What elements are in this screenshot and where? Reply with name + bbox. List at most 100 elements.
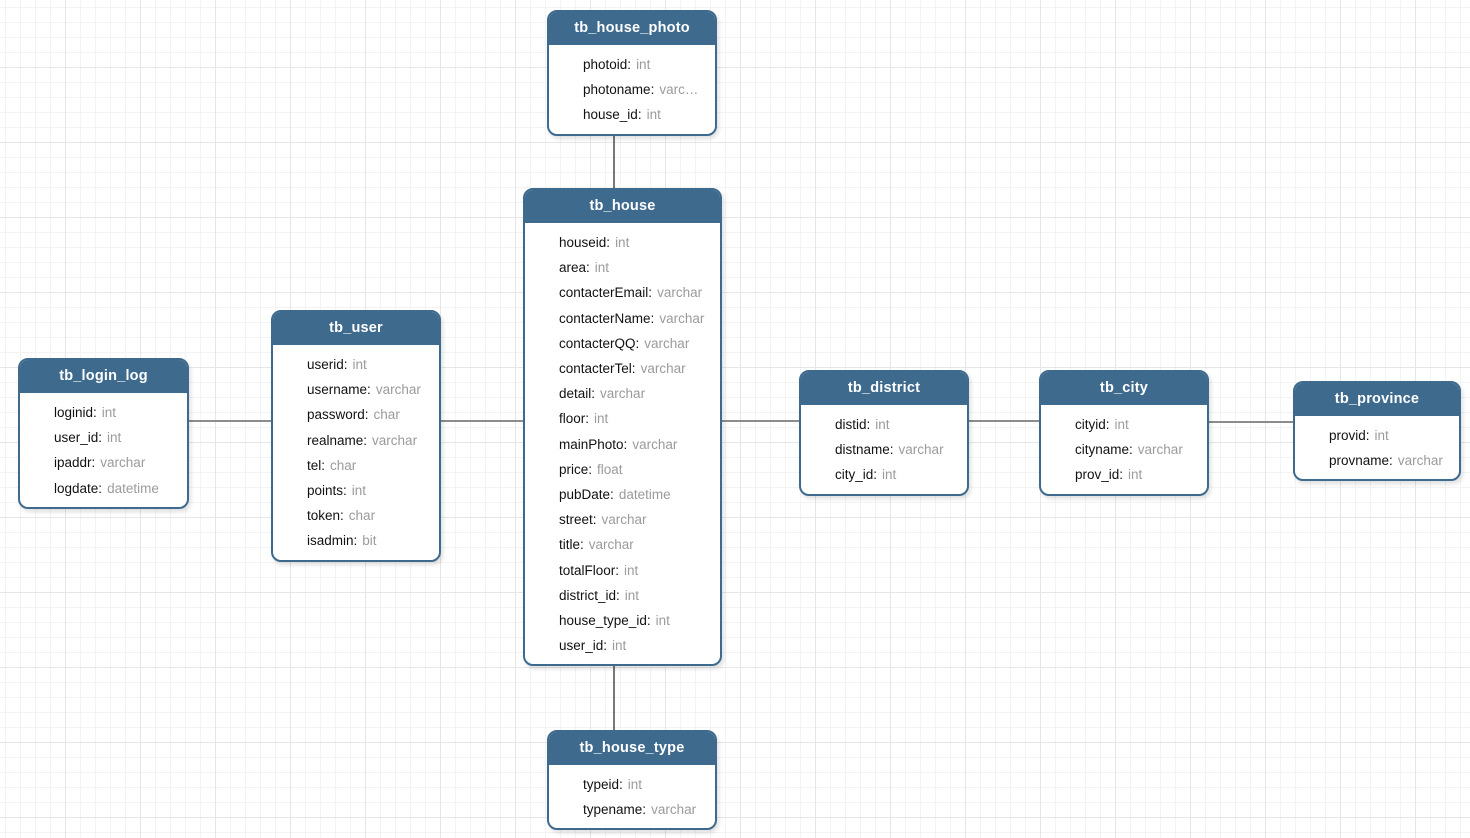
field-name: realname	[307, 432, 364, 448]
field-name: password	[307, 407, 365, 423]
field-name: ipaddr	[54, 455, 92, 471]
field-colon: :	[610, 486, 614, 502]
field-colon: :	[364, 407, 369, 423]
field-row-tel[interactable]: tel:char	[273, 453, 439, 478]
field-row-district_id[interactable]: district_id:int	[525, 583, 720, 608]
field-row-contacterEmail[interactable]: contacterEmail:varchar	[525, 280, 720, 305]
field-row-totalFloor[interactable]: totalFloor:int	[525, 557, 720, 582]
field-row-street[interactable]: street:varchar	[525, 507, 720, 532]
field-type: float	[597, 461, 623, 477]
field-name: cityid	[1075, 417, 1106, 433]
field-type: int	[624, 562, 639, 578]
table-title: tb_province	[1295, 383, 1459, 416]
field-colon: :	[606, 235, 611, 251]
field-row-cityid[interactable]: cityid: int	[1041, 412, 1207, 437]
field-type: varchar	[632, 436, 678, 452]
field-name: city_id	[835, 467, 874, 483]
field-colon: :	[580, 537, 584, 553]
field-name: isadmin	[307, 533, 354, 549]
field-row-house_type_id[interactable]: house_type_id:int	[525, 608, 720, 633]
field-colon: :	[1119, 467, 1124, 483]
field-row-distid[interactable]: distid:int	[801, 412, 967, 437]
field-name: distid	[835, 417, 867, 433]
field-colon: :	[619, 777, 623, 793]
field-row-contacterTel[interactable]: contacterTel:varchar	[525, 356, 720, 381]
field-row-loginid[interactable]: loginid:int	[20, 400, 187, 425]
field-type: varchar	[100, 455, 146, 471]
field-row-price[interactable]: price:float	[525, 457, 720, 482]
field-colon: :	[591, 386, 596, 402]
field-row-username[interactable]: username:varchar	[273, 377, 439, 402]
field-row-detail[interactable]: detail:varchar	[525, 381, 720, 406]
field-colon: :	[650, 310, 655, 326]
field-name: user_id	[559, 638, 604, 654]
field-colon: :	[1365, 428, 1370, 444]
field-type: int	[1114, 417, 1129, 433]
field-type: int	[594, 260, 610, 276]
field-row-isadmin[interactable]: isadmin: bit	[273, 528, 439, 553]
field-colon: :	[1105, 417, 1110, 433]
field-row-user_id[interactable]: user_id:int	[525, 633, 720, 658]
field-row-photoname[interactable]: photoname:varc…	[549, 77, 715, 102]
field-name: mainPhoto	[559, 436, 624, 452]
field-row-user_id[interactable]: user_id:int	[20, 425, 187, 450]
field-row-contacterName[interactable]: contacterName:varchar	[525, 306, 720, 331]
field-row-contacterQQ[interactable]: contacterQQ:varchar	[525, 331, 720, 356]
field-colon: :	[353, 533, 358, 549]
field-colon: :	[321, 457, 326, 473]
field-type: char	[348, 508, 376, 524]
table-title: tb_city	[1041, 372, 1207, 405]
field-row-provname[interactable]: provname:varchar	[1295, 448, 1459, 473]
field-row-area[interactable]: area:int	[525, 255, 720, 280]
field-row-points[interactable]: points:int	[273, 478, 439, 503]
field-row-typename[interactable]: typename:varchar	[549, 797, 715, 822]
field-colon: :	[98, 480, 103, 496]
field-row-realname[interactable]: realname:varchar	[273, 428, 439, 453]
field-row-password[interactable]: password:char	[273, 402, 439, 427]
field-type: varchar	[644, 335, 690, 351]
field-colon: :	[586, 260, 590, 276]
field-row-prov_id[interactable]: prov_id:int	[1041, 462, 1207, 487]
field-row-houseid[interactable]: houseid:int	[525, 230, 720, 255]
field-name: area	[559, 260, 587, 276]
field-row-logdate[interactable]: logdate:datetime	[20, 476, 187, 501]
field-colon: :	[1389, 453, 1393, 469]
field-type: int	[615, 235, 630, 251]
field-row-house_id[interactable]: house_id:int	[549, 102, 715, 127]
field-type: int	[107, 430, 122, 446]
field-row-title[interactable]: title:varchar	[525, 532, 720, 557]
field-name: floor	[559, 411, 586, 427]
field-row-cityname[interactable]: cityname:varchar	[1041, 437, 1207, 462]
field-colon: :	[91, 455, 96, 471]
field-row-distname[interactable]: distname:varchar	[801, 437, 967, 462]
field-colon: :	[340, 508, 344, 524]
field-row-token[interactable]: token:char	[273, 503, 439, 528]
field-type: varchar	[601, 512, 647, 528]
field-row-userid[interactable]: userid:int	[273, 352, 439, 377]
field-name: points	[307, 483, 344, 499]
field-type: varchar	[375, 382, 421, 398]
field-row-typeid[interactable]: typeid:int	[549, 772, 715, 797]
field-row-mainPhoto[interactable]: mainPhoto:varchar	[525, 432, 720, 457]
field-row-photoid[interactable]: photoid:int	[549, 52, 715, 77]
field-row-city_id[interactable]: city_id:int	[801, 462, 967, 487]
field-row-pubDate[interactable]: pubDate:datetime	[525, 482, 720, 507]
field-row-ipaddr[interactable]: ipaddr:varchar	[20, 450, 187, 475]
field-row-floor[interactable]: floor:int	[525, 406, 720, 431]
field-name: logdate	[54, 480, 99, 496]
field-name: prov_id	[1075, 467, 1120, 483]
field-row-provid[interactable]: provid:int	[1295, 423, 1459, 448]
field-type: bit	[362, 533, 377, 549]
